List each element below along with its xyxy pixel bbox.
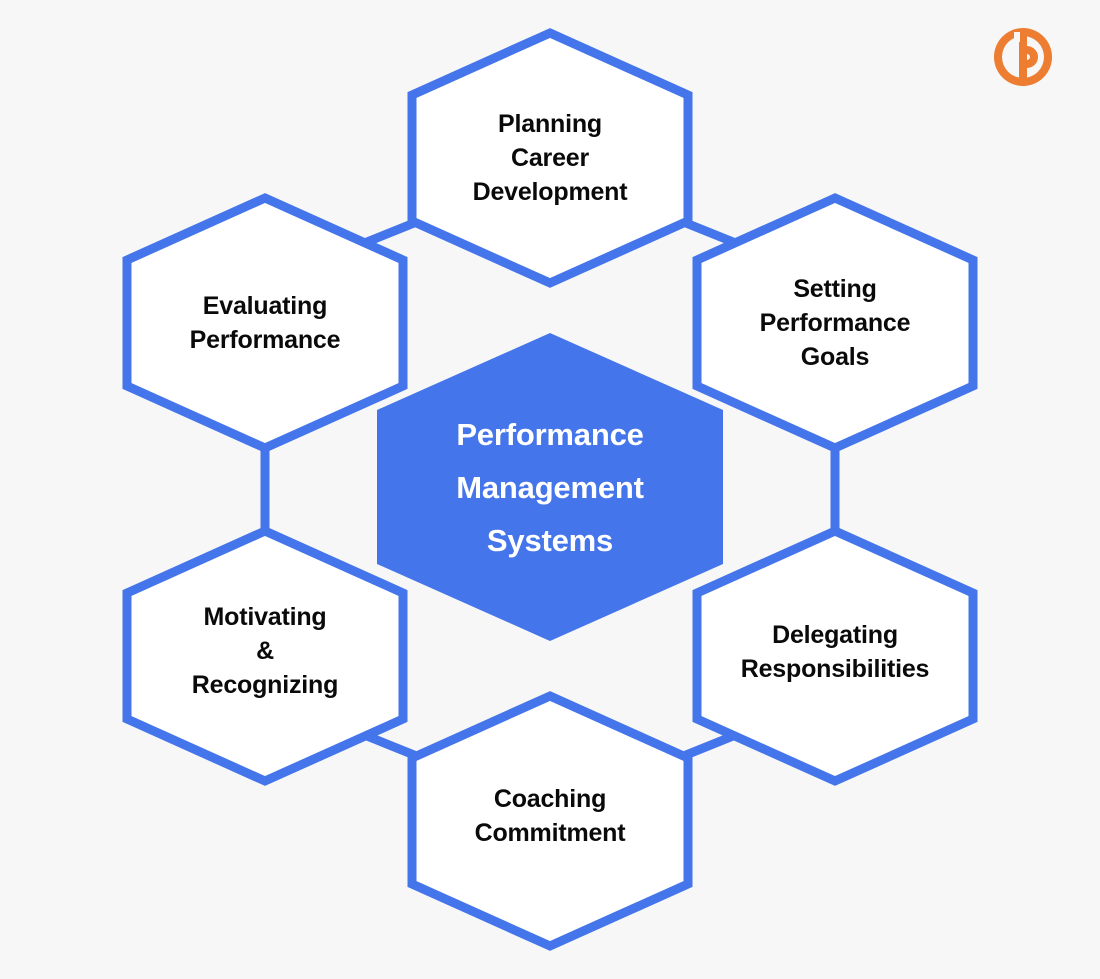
hexagon-coaching-commitment[interactable] [407,691,693,951]
hexagon-setting-performance-goals[interactable] [692,193,978,453]
outer-hexagons [122,28,978,951]
hexagon-evaluating-performance[interactable] [122,193,408,453]
hexagon-planning-career-development[interactable] [407,28,693,288]
hexagon-motivating-recognizing[interactable] [122,526,408,786]
center-hexagon [377,333,723,641]
brand-logo-icon[interactable] [992,26,1054,88]
hexagon-delegating-responsibilities[interactable] [692,526,978,786]
